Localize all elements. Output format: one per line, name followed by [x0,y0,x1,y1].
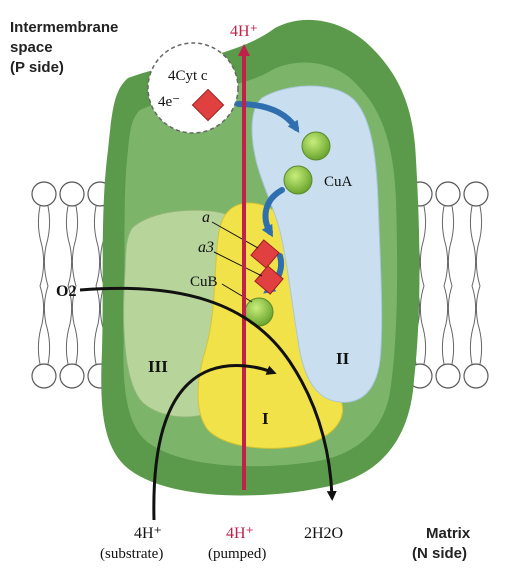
top-proton-label: 4H⁺ [230,23,258,40]
subunit-ii-label: II [336,349,350,368]
oxygen-label: O2 [56,283,76,300]
copper-a-label: CuA [324,174,353,190]
n-side-label: (N side) [412,545,467,562]
copper-a-sphere-2 [284,166,312,194]
space-label: space [10,39,53,56]
cytochrome-c-label: 4Cyt c [168,68,208,84]
lipid-head-row-top-left [32,182,112,206]
copper-a-sphere-1 [302,132,330,160]
pumped-proton-label: 4H⁺ [226,525,254,542]
subunit-i-label: I [262,409,269,428]
heme-a-label: a [202,209,210,226]
lipid-head-row-bottom-left [32,364,112,388]
cytochrome-c-bubble [148,43,238,133]
electron-count-label: 4e⁻ [158,94,180,110]
substrate-caption: (substrate) [100,546,163,562]
copper-b-label: CuB [190,274,218,290]
substrate-proton-label: 4H⁺ [134,525,162,542]
lipid-head-row-bottom-right [408,364,488,388]
lipid-head-row-top-right [408,182,488,206]
pumped-caption: (pumped) [208,546,266,562]
membrane-right [408,182,488,388]
cytochrome-c-circle [148,43,238,133]
heme-a3-label: a3 [198,239,214,256]
lipid-tails-right [414,206,481,364]
water-label: 2H2O [304,525,343,542]
matrix-label: Matrix [426,525,471,542]
subunit-iii-label: III [148,357,168,376]
intermembrane-label: Intermembrane [10,19,118,36]
p-side-label: (P side) [10,59,64,76]
